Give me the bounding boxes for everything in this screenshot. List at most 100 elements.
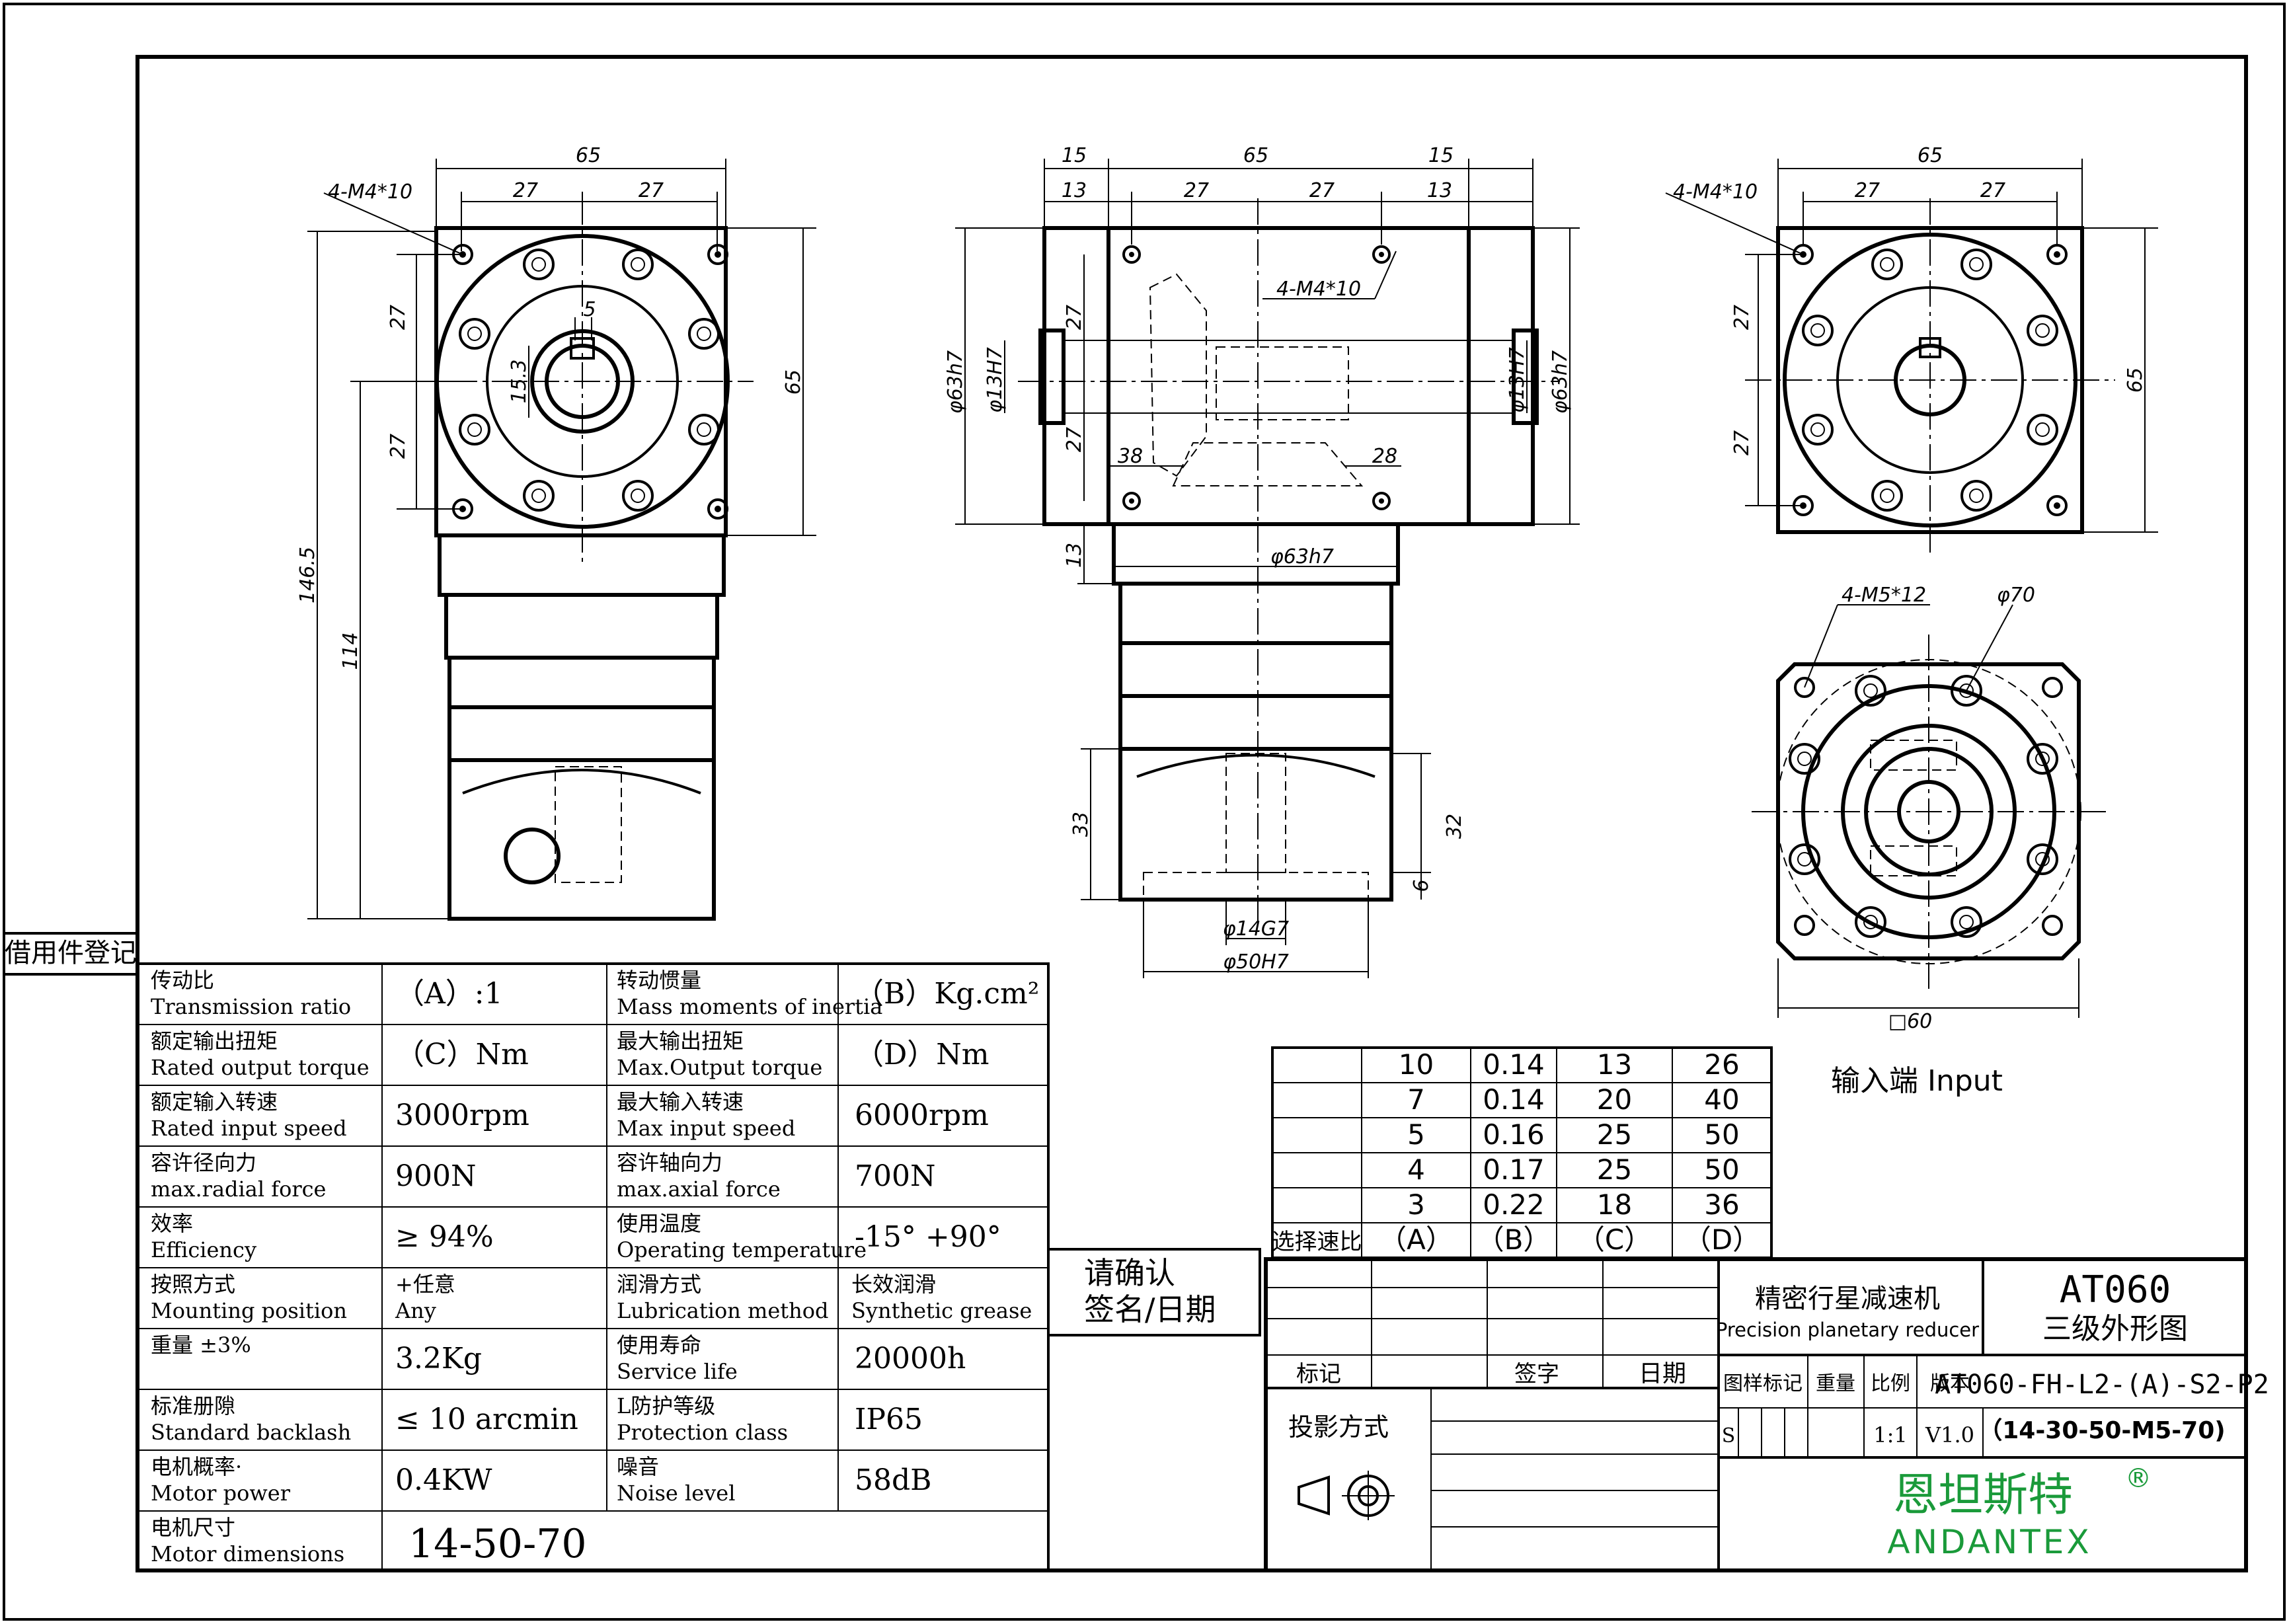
spec-value: 3000rpm <box>395 1099 529 1132</box>
side-dim-38: 38 <box>1118 445 1143 468</box>
ratio-cell: 40 <box>1704 1083 1739 1116</box>
spec-value: 14-50-70 <box>408 1521 587 1567</box>
tb-version: V1.0 <box>1925 1422 1974 1448</box>
spec-label-en: Mass moments of inertia <box>617 994 882 1019</box>
ratio-cell: 10 <box>1399 1048 1434 1081</box>
tb-model: AT060 <box>2060 1268 2171 1311</box>
spec-label-en: Motor power <box>151 1481 291 1506</box>
ratio-cell: 26 <box>1704 1048 1739 1081</box>
right-dim-65: 65 <box>1918 144 1943 167</box>
input-square-dim: □60 <box>1888 1010 1933 1033</box>
tb-col-weight: 重量 <box>1816 1372 1855 1395</box>
input-hole-callout: 4-M5*12 <box>1842 584 1926 607</box>
tb-mark: 标记 <box>1296 1361 1341 1387</box>
spec-label-en: Rated output torque <box>151 1055 369 1080</box>
spec-value: Any <box>395 1298 436 1323</box>
side-dim-v6: 6 <box>1410 879 1433 892</box>
side-dim-d63-right: φ63h7 <box>1549 350 1572 414</box>
ratio-cell: 20 <box>1597 1083 1632 1116</box>
spec-label-cn: 润滑方式 <box>617 1272 701 1297</box>
tb-date: 日期 <box>1639 1360 1686 1387</box>
spec-value: ≥ 94% <box>395 1220 494 1254</box>
ratio-cell: 36 <box>1704 1188 1739 1221</box>
side-dim-15a: 15 <box>1062 144 1087 167</box>
spec-value: 3.2Kg <box>395 1342 482 1375</box>
ratio-cell: 3 <box>1407 1188 1425 1221</box>
spec-label-en: Lubrication method <box>617 1298 829 1323</box>
tb-col-pattern: 图样标记 <box>1723 1372 1803 1395</box>
spec-value: （D）Nm <box>855 1038 989 1071</box>
side-dim-d63-left: φ63h7 <box>944 350 967 414</box>
spec-label-en: Motor dimensions <box>151 1541 344 1566</box>
front-dim-key: 5 <box>583 298 596 321</box>
ratio-header: （C） <box>1577 1223 1652 1256</box>
side-dim-65: 65 <box>1243 144 1268 167</box>
front-dim-bore: 15.3 <box>508 360 531 404</box>
ratio-cell: 4 <box>1407 1153 1425 1186</box>
spec-value: 20000h <box>855 1342 966 1375</box>
confirm-line2: 签名/日期 <box>1084 1292 1216 1327</box>
spec-label-cn: 额定输入转速 <box>151 1089 278 1114</box>
front-dim-v27b: 27 <box>387 434 410 459</box>
spec-label-en: Max input speed <box>617 1116 795 1141</box>
spec-label-cn: 效率 <box>151 1211 193 1236</box>
spec-label-en: max.radial force <box>151 1177 326 1202</box>
projection-symbol-icon <box>1298 1471 1395 1520</box>
front-hole-callout: 4-M4*10 <box>328 180 412 204</box>
right-dim-v27b: 27 <box>1730 430 1754 455</box>
spec-label-cn: 电机尺寸 <box>151 1515 235 1540</box>
ratio-cell: 0.17 <box>1483 1153 1545 1186</box>
spec-value: 长效润滑 <box>851 1272 936 1297</box>
spec-label-en: Max.Output torque <box>617 1055 822 1080</box>
title-block: 标记 签字 日期 投影方式 精密行星减速机 Precision planetar… <box>1264 1257 2269 1572</box>
ratio-cell: 25 <box>1597 1153 1632 1186</box>
tb-motor-code: （14-30-50-M5-70) <box>1978 1417 2225 1444</box>
tb-part-no: AT060-FH-L2-(A)-S2-P2 <box>1935 1370 2269 1400</box>
front-dim-v65: 65 <box>782 369 805 395</box>
front-dim-v27a: 27 <box>387 305 410 330</box>
tb-sign: 签字 <box>1514 1361 1559 1387</box>
spec-value: +任意 <box>395 1272 455 1297</box>
ratio-cell: 0.16 <box>1483 1118 1545 1151</box>
ratio-header: （B） <box>1477 1223 1551 1256</box>
ratio-cell: 50 <box>1704 1118 1739 1151</box>
right-dim-v27a: 27 <box>1730 305 1754 330</box>
side-dim-v32: 32 <box>1443 814 1466 839</box>
spec-value: ≤ 10 arcmin <box>395 1403 578 1436</box>
ratio-cell: 0.14 <box>1483 1048 1545 1081</box>
ratio-cell: 5 <box>1407 1118 1425 1151</box>
spec-label-cn: 标准册隙 <box>151 1393 235 1418</box>
spec-label-cn: L防护等级 <box>617 1393 715 1418</box>
brand-logo-en: ANDANTEX <box>1887 1523 2091 1561</box>
spec-label-en: Service life <box>617 1359 738 1384</box>
front-view: 65 27 27 4-M4*10 27 27 65 5 15.3 146.5 1… <box>296 144 816 921</box>
spec-label-cn: 噪音 <box>617 1454 659 1479</box>
spec-value: Synthetic grease <box>851 1298 1032 1323</box>
spec-label-cn: 传动比 <box>151 968 214 993</box>
side-dim-27b: 27 <box>1309 179 1335 202</box>
side-dim-d63-bottom: φ63h7 <box>1270 545 1334 568</box>
spec-value: -15° +90° <box>855 1220 1001 1254</box>
tb-col-scale: 比例 <box>1871 1372 1910 1395</box>
side-dim-27a: 27 <box>1184 179 1209 202</box>
spec-label-en: Standard backlash <box>151 1420 351 1445</box>
tb-name-cn: 精密行星减速机 <box>1755 1284 1940 1314</box>
spec-value: （A）:1 <box>395 977 503 1011</box>
tb-col-version: 版本 <box>1930 1372 1970 1395</box>
side-dim-d50: φ50H7 <box>1223 950 1289 974</box>
spec-label-cn: 最大输出扭矩 <box>617 1028 744 1054</box>
ratio-cell: 18 <box>1597 1188 1632 1221</box>
spec-value: IP65 <box>855 1403 923 1436</box>
spec-value: 700N <box>855 1159 935 1193</box>
spec-label-en: Efficiency <box>151 1237 256 1262</box>
right-dim-27a: 27 <box>1855 179 1880 202</box>
register-label: 借用件登记 <box>5 938 137 968</box>
spec-label-cn: 使用温度 <box>617 1211 701 1236</box>
front-dim-146: 146.5 <box>296 547 319 603</box>
register-box <box>3 932 139 976</box>
spec-label-en: Noise level <box>617 1481 735 1506</box>
tb-s: S <box>1722 1424 1736 1448</box>
spec-label-cn: 转动惯量 <box>617 968 701 993</box>
